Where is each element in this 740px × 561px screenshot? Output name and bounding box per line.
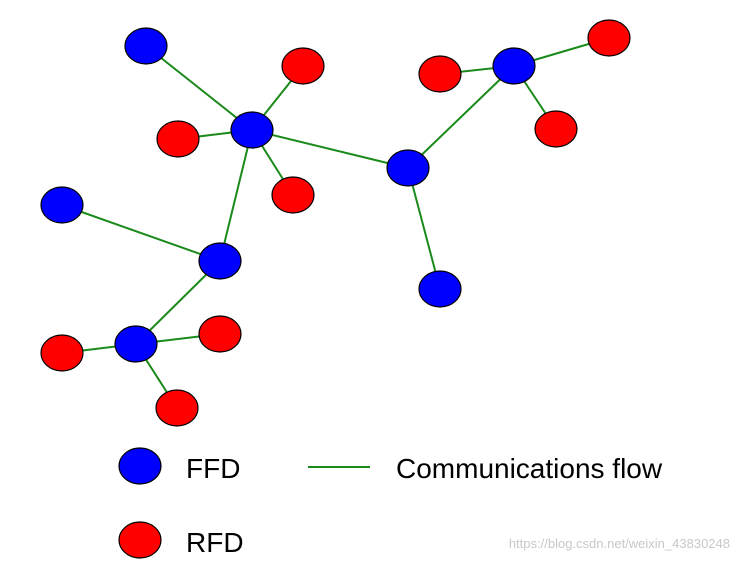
edge-hub-top-to-ffd-top-left <box>145 45 253 131</box>
legend-rfd-label: RFD <box>186 527 244 558</box>
ffd-node-ffd-right-lower <box>418 270 462 308</box>
ffd-node-hub-left <box>198 242 242 280</box>
legend-rfd-marker <box>118 521 162 559</box>
rfd-node-rfd-right-2 <box>418 55 462 93</box>
legend-ffd-label: FFD <box>186 453 240 484</box>
rfd-node-rfd-bottom-1 <box>40 334 84 372</box>
edge-hub-center-to-hub-right <box>407 65 515 169</box>
legend-ffd-marker <box>118 447 162 485</box>
rfd-node-rfd-top-3 <box>271 176 315 214</box>
rfd-node-rfd-right-3 <box>534 110 578 148</box>
rfd-node-rfd-bottom-3 <box>155 389 199 427</box>
ffd-node-hub-bottom <box>114 325 158 363</box>
edge-hub-center-to-ffd-right-lower <box>407 167 441 290</box>
ffd-node-hub-center <box>386 149 430 187</box>
edge-hub-top-to-hub-center <box>251 129 409 169</box>
nodes-layer <box>40 19 631 427</box>
ffd-node-ffd-top-left <box>124 27 168 65</box>
rfd-node-rfd-top-2 <box>156 120 200 158</box>
legend: FFD Communications flow RFD <box>118 447 663 559</box>
ffd-node-ffd-mid-left <box>40 186 84 224</box>
edge-hub-left-to-ffd-mid-left <box>61 204 221 262</box>
rfd-node-rfd-right-1 <box>587 19 631 57</box>
rfd-node-rfd-top-1 <box>281 47 325 85</box>
ffd-node-hub-top <box>230 111 274 149</box>
edge-hub-top-to-hub-left <box>219 129 253 262</box>
ffd-node-hub-right <box>492 47 536 85</box>
watermark: https://blog.csdn.net/weixin_43830248 <box>509 536 730 551</box>
rfd-node-rfd-bottom-2 <box>198 315 242 353</box>
legend-flow-label: Communications flow <box>396 453 663 484</box>
